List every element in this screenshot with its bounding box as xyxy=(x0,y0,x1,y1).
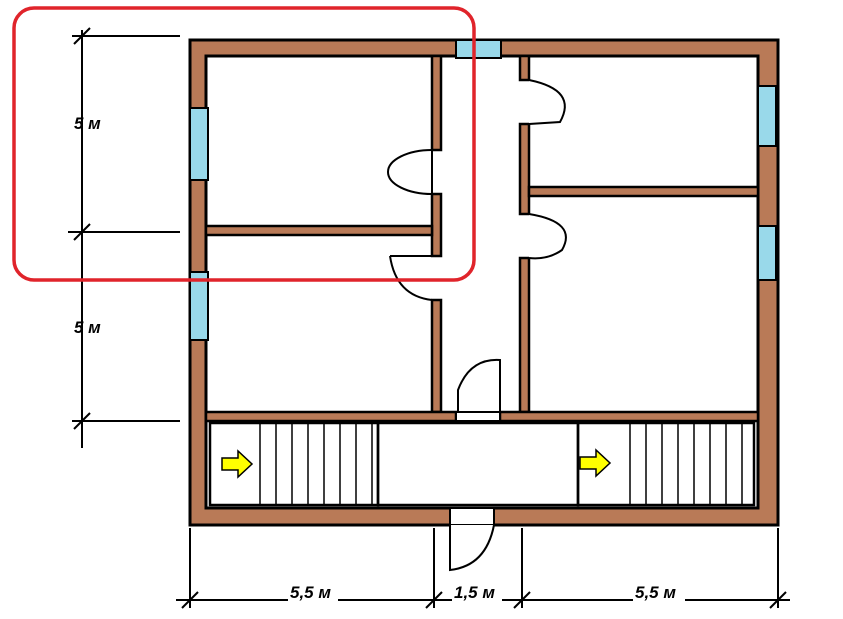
dim-middle-width: 1,5 м xyxy=(454,583,495,602)
door-left-upper-icon xyxy=(387,149,433,195)
vertical-dimension xyxy=(68,27,180,448)
interior-walls xyxy=(204,54,760,423)
wall-right-vertical-2 xyxy=(518,122,531,216)
stairs-right xyxy=(576,421,756,507)
dim-lower-height: 5 м xyxy=(74,318,101,337)
wall-right-horizontal xyxy=(527,185,760,198)
wall-right-vertical-1 xyxy=(518,54,531,82)
wall-stair-left xyxy=(204,410,458,423)
dim-left-width: 5,5 м xyxy=(290,583,331,602)
door-right-upper-icon xyxy=(528,79,566,125)
wall-right-vertical-3 xyxy=(518,256,531,414)
wall-stair-right xyxy=(498,410,760,423)
arrow-right-icon xyxy=(579,448,612,478)
dim-right-width: 5,5 м xyxy=(635,583,676,602)
wall-left-vertical-1 xyxy=(430,54,443,152)
window-right-upper xyxy=(757,85,777,147)
wall-left-horizontal xyxy=(204,224,434,237)
door-right-lower-icon xyxy=(528,213,567,260)
wall-left-vertical-3 xyxy=(430,298,443,414)
doors xyxy=(387,79,567,572)
windows xyxy=(189,39,777,341)
door-stair-icon xyxy=(455,358,501,422)
window-left-lower xyxy=(189,271,209,341)
outer-wall xyxy=(188,38,780,527)
highlight-box xyxy=(12,6,476,282)
window-right-lower xyxy=(757,225,777,281)
dim-upper-height: 5 м xyxy=(74,114,101,133)
dim-label-bg xyxy=(633,584,685,602)
window-top xyxy=(455,39,502,59)
stair-landing xyxy=(376,421,580,507)
dim-label-bg xyxy=(452,584,502,602)
window-left-upper xyxy=(189,107,209,181)
dim-label-bg xyxy=(288,584,338,602)
wall-left-vertical-2 xyxy=(430,192,443,258)
door-entrance-icon xyxy=(449,507,495,572)
arrow-right-icon xyxy=(221,449,254,479)
door-left-lower-icon xyxy=(389,255,433,301)
